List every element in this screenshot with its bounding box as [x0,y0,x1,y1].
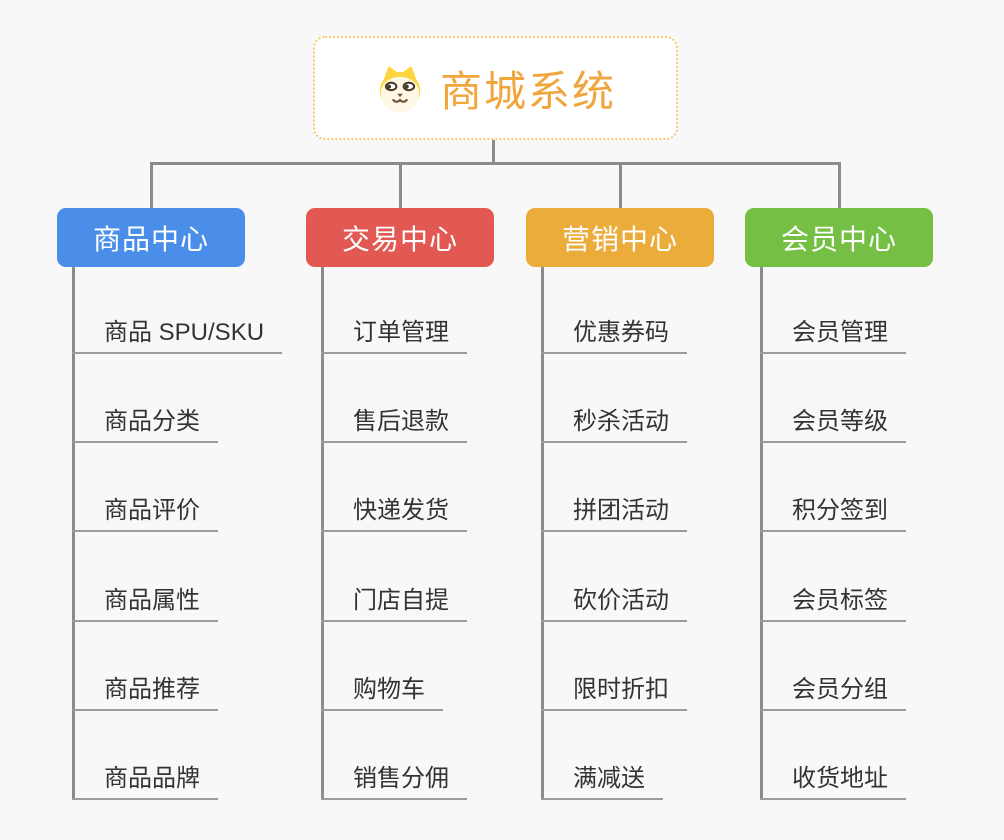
connector-line [321,267,324,800]
shiba-dog-icon [379,66,421,113]
branch-box-4[interactable]: 会员中心 [745,208,933,267]
leaf-item[interactable]: 商品 SPU/SKU [72,314,283,354]
leaf-item[interactable]: 会员分组 [760,671,906,711]
branch-label: 营销中心 [561,223,678,255]
leaf-item[interactable]: 商品属性 [72,582,218,622]
leaf-item[interactable]: 快递发货 [321,492,467,532]
connector-line [491,140,495,165]
branch-label: 交易中心 [341,223,458,255]
leaf-item[interactable]: 会员标签 [760,582,906,622]
leaf-item[interactable]: 购物车 [321,671,443,711]
connector-line [149,162,153,208]
leaf-item[interactable]: 商品评价 [72,492,218,532]
branch-box-2[interactable]: 交易中心 [306,208,494,267]
leaf-item[interactable]: 销售分佣 [321,760,467,800]
connector-line [837,162,841,208]
leaf-item[interactable]: 会员管理 [760,314,906,354]
branch-box-1[interactable]: 商品中心 [57,208,245,267]
leaf-item[interactable]: 积分签到 [760,492,906,532]
branch-label: 商品中心 [92,223,209,255]
leaf-item[interactable]: 售后退款 [321,403,467,443]
leaf-item[interactable]: 商品推荐 [72,671,218,711]
leaf-item[interactable]: 会员等级 [760,403,906,443]
connector-line [398,162,402,208]
branch-box-3[interactable]: 营销中心 [526,208,714,267]
leaf-item[interactable]: 限时折扣 [541,671,687,711]
connector-line [618,162,622,208]
leaf-item[interactable]: 秒杀活动 [541,403,687,443]
root-node[interactable]: 商城系统 [313,36,678,140]
connector-line [72,267,75,800]
leaf-item[interactable]: 订单管理 [321,314,467,354]
leaf-item[interactable]: 拼团活动 [541,492,687,532]
leaf-item[interactable]: 优惠券码 [541,314,687,354]
leaf-item[interactable]: 商品分类 [72,403,218,443]
root-title: 商城系统 [439,67,616,115]
leaf-item[interactable]: 砍价活动 [541,582,687,622]
leaf-item[interactable]: 商品品牌 [72,760,218,800]
leaf-item[interactable]: 门店自提 [321,582,467,622]
branch-label: 会员中心 [780,223,897,255]
connector-line [149,162,841,165]
leaf-item[interactable]: 收货地址 [760,760,906,800]
connector-line [541,267,544,800]
leaf-item[interactable]: 满减送 [541,760,663,800]
connector-line [760,267,763,800]
